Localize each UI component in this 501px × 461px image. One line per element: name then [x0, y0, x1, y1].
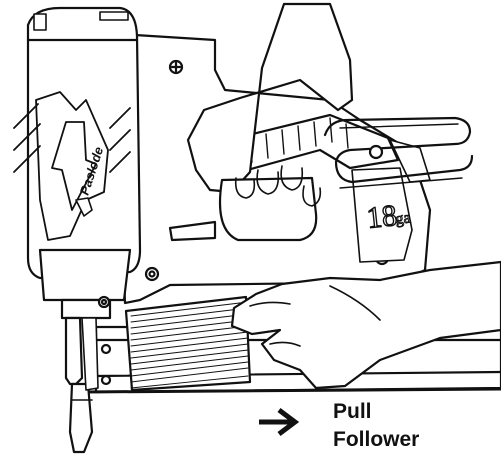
- instruction-line-2: Follower: [333, 428, 420, 451]
- nose-assembly: [64, 316, 99, 454]
- lower-hand: [230, 260, 501, 390]
- logo-shield: [13, 91, 131, 241]
- gauge-badge: [351, 167, 413, 263]
- instruction-line-1: Pull: [333, 400, 372, 423]
- gauge-unit: ga: [395, 209, 412, 227]
- gauge-number: 18: [365, 199, 398, 235]
- instruction-caption: Pull Follower: [333, 398, 419, 454]
- nail-strip: [124, 295, 252, 392]
- upper-hand: [186, 2, 474, 242]
- right-arrow-icon: [259, 408, 299, 436]
